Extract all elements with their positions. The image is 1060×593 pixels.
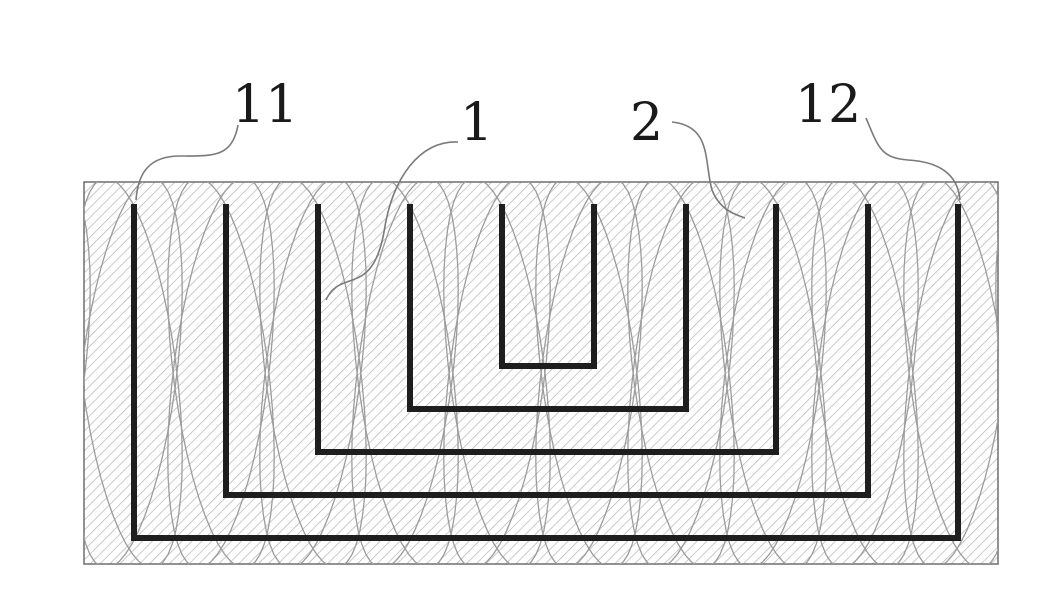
helical-wire: [84, 182, 998, 564]
reference-label-1: 1: [460, 93, 493, 153]
wire-loop-22: [995, 237, 998, 350]
wire-loop-16: [443, 182, 551, 564]
u-electrode-5: [499, 204, 597, 369]
wire-loop-19: [719, 182, 827, 564]
u-electrode-3: [315, 204, 779, 455]
wire-loop-17: [535, 182, 643, 564]
wire-loop-2: [84, 182, 183, 564]
leader-line-12: [865, 117, 961, 201]
wire-loop-15: [351, 182, 459, 564]
leader-line-11: [135, 124, 239, 201]
u-electrode-2: [223, 204, 871, 498]
wire-loop-18: [627, 182, 735, 564]
wire-loop-21: [903, 182, 998, 564]
leader-line-2: [671, 121, 746, 219]
wire-loop-6: [443, 182, 551, 564]
wire-loop-8: [627, 182, 735, 564]
wire-loop-13: [167, 182, 275, 564]
wire-loop-10: [811, 182, 919, 564]
reference-label-2: 2: [630, 93, 663, 153]
wire-loop-3: [167, 182, 275, 564]
wire-loop-11: [903, 182, 998, 564]
wire-loop-4: [259, 182, 367, 564]
wire-loop-14: [259, 182, 367, 564]
wire-loop-20: [811, 182, 919, 564]
wire-loop-7: [535, 182, 643, 564]
nested-electrodes: [131, 204, 961, 541]
leader-line-1: [325, 141, 459, 301]
wire-loop-9: [719, 182, 827, 564]
u-electrode-1: [131, 204, 961, 541]
reference-label-12: 12: [795, 75, 861, 135]
wire-loop-5: [351, 182, 459, 564]
u-electrode-4: [407, 204, 689, 412]
wire-loop-12: [84, 182, 183, 564]
wire-loop-1: [84, 213, 91, 387]
reference-label-11: 11: [232, 75, 298, 135]
